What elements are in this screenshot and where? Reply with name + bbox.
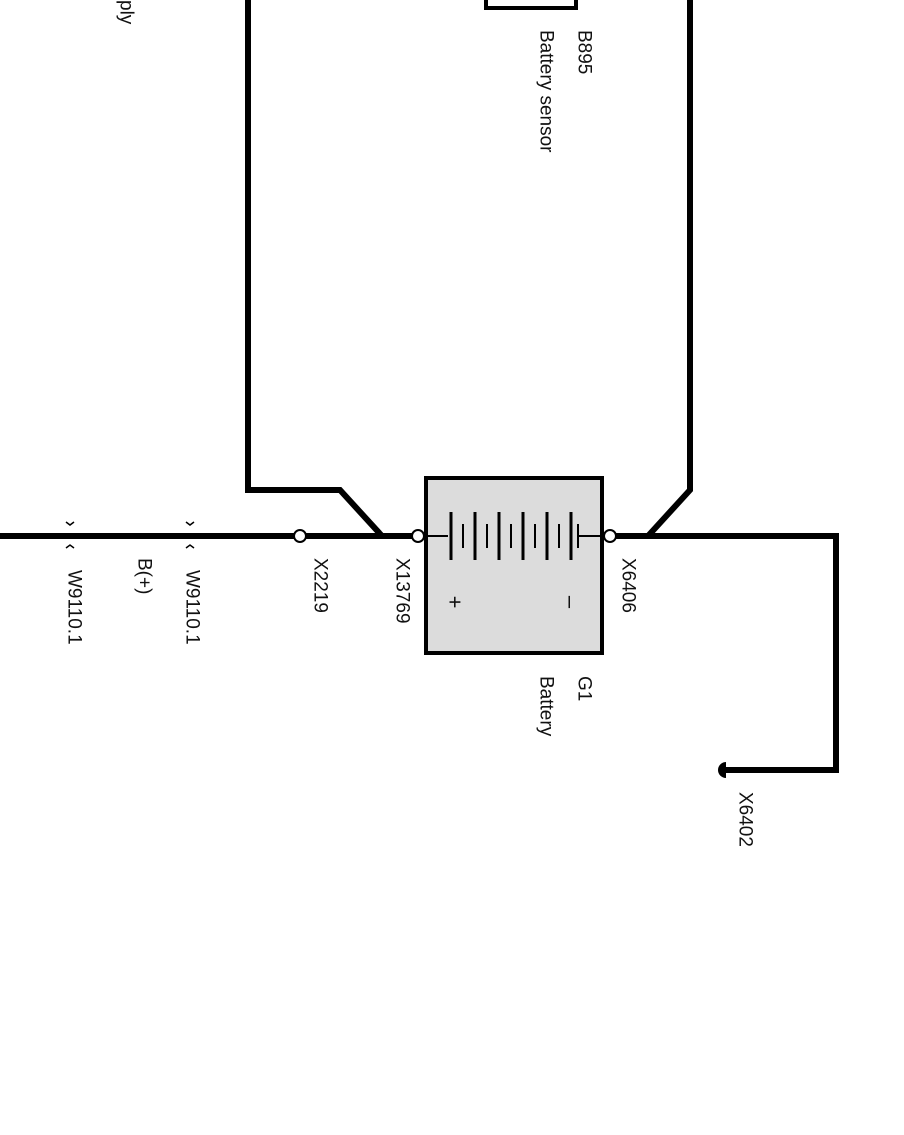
connector-x6406-dot [603, 529, 617, 543]
connector-x2219-dot [293, 529, 307, 543]
label-g1: G1 [574, 676, 595, 701]
label-bplus: B(+) [134, 558, 155, 594]
battery-box [424, 476, 604, 655]
battery-symbol [426, 512, 602, 560]
label-x6402: X6402 [735, 792, 756, 847]
wires [0, 0, 839, 773]
label-x6406: X6406 [618, 558, 639, 613]
label-x2219: X2219 [310, 558, 331, 613]
label-supply-fragment: ply [116, 0, 137, 25]
label-w9110-upper: W9110.1 [182, 570, 203, 645]
label-w9110-lower: W9110.1 [64, 570, 85, 645]
ground-x6402-symbol [718, 762, 726, 778]
label-minus: – [559, 596, 584, 609]
label-b895: B895 [574, 30, 595, 74]
label-plus: + [443, 596, 468, 609]
connector-x13769-dot [411, 529, 425, 543]
battery-sensor-box [484, 0, 578, 10]
sensor-positive-wire [245, 0, 385, 539]
label-battery-sensor: Battery sensor [536, 30, 557, 153]
sensor-negative-wire [645, 0, 693, 539]
ground-wire [610, 533, 839, 773]
splice-markers [65, 521, 195, 549]
label-x13769: X13769 [392, 558, 413, 624]
label-battery: Battery [536, 676, 557, 737]
